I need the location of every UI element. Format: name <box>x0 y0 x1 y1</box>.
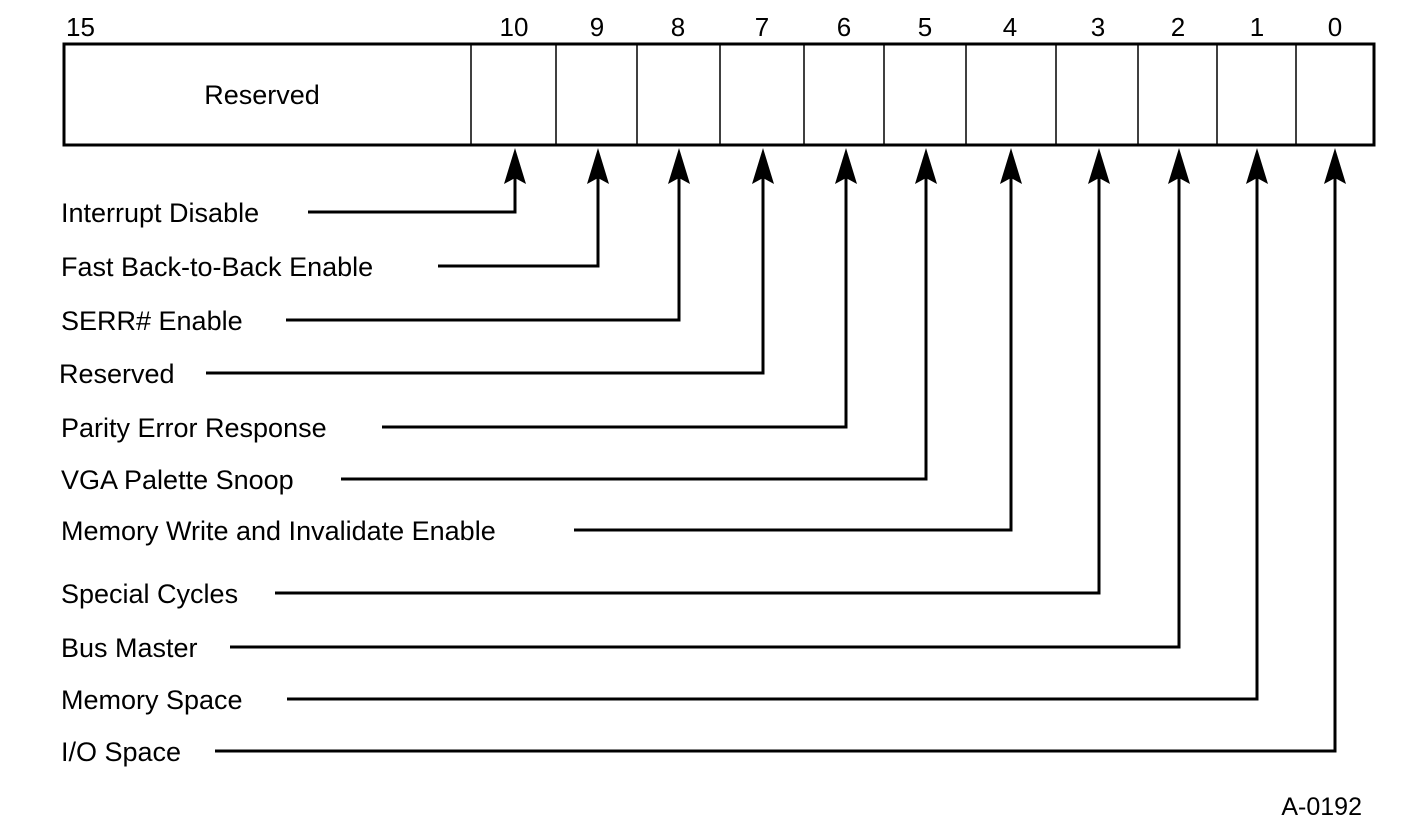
label-fast-back-to-back-enable: Fast Back-to-Back Enable <box>61 252 373 282</box>
leader-line-bit-3 <box>275 172 1101 595</box>
bit-header-1: 1 <box>1250 12 1264 42</box>
label-memory-write-invalidate-enable: Memory Write and Invalidate Enable <box>61 516 496 546</box>
label-parity-error-response: Parity Error Response <box>61 413 327 443</box>
arrow-up-icon <box>668 148 690 184</box>
leader-line-bit-5 <box>341 172 928 481</box>
bit-labels: Interrupt Disable Fast Back-to-Back Enab… <box>59 198 496 767</box>
leader-line-bit-8 <box>286 172 681 322</box>
leader-line-bit-10 <box>308 172 517 214</box>
leader-lines <box>206 172 1337 753</box>
arrow-up-icon <box>1324 148 1346 184</box>
bit-header-row: 15 10 9 8 7 6 5 4 3 2 1 0 <box>66 12 1342 42</box>
arrow-up-icon <box>1168 148 1190 184</box>
label-special-cycles: Special Cycles <box>61 579 238 609</box>
arrow-up-icon <box>1000 148 1022 184</box>
leader-line-bit-0 <box>215 172 1337 753</box>
label-vga-palette-snoop: VGA Palette Snoop <box>61 465 294 495</box>
label-reserved: Reserved <box>59 359 175 389</box>
label-bus-master: Bus Master <box>61 633 198 663</box>
register-box: Reserved <box>62 42 1376 147</box>
figure-id: A-0192 <box>1281 793 1362 821</box>
bit-header-0: 0 <box>1328 12 1342 42</box>
arrow-up-icon <box>504 148 526 184</box>
bit-header-10: 10 <box>500 12 529 42</box>
bit-header-7: 7 <box>755 12 769 42</box>
label-interrupt-disable: Interrupt Disable <box>61 198 259 228</box>
arrow-up-icon <box>752 148 774 184</box>
bit-header-3: 3 <box>1091 12 1105 42</box>
bit-header-15: 15 <box>66 12 95 42</box>
bit-header-6: 6 <box>837 12 851 42</box>
leader-line-bit-9 <box>438 172 600 268</box>
arrow-up-icon <box>1088 148 1110 184</box>
leader-line-bit-7 <box>206 172 765 375</box>
reserved-field-label: Reserved <box>204 80 320 110</box>
bit-header-9: 9 <box>590 12 604 42</box>
bit-header-4: 4 <box>1003 12 1017 42</box>
bit-header-2: 2 <box>1171 12 1185 42</box>
arrow-up-icon <box>587 148 609 184</box>
label-io-space: I/O Space <box>61 737 181 767</box>
register-outline <box>62 42 1376 147</box>
bit-header-5: 5 <box>918 12 932 42</box>
leader-line-bit-2 <box>230 172 1181 649</box>
label-memory-space: Memory Space <box>61 685 243 715</box>
cell-dividers <box>470 44 1297 145</box>
arrow-up-icon <box>1246 148 1268 184</box>
label-serr-enable: SERR# Enable <box>61 306 243 336</box>
arrow-up-icon <box>915 148 937 184</box>
leader-line-bit-1 <box>287 172 1259 701</box>
arrowheads <box>504 148 1346 184</box>
leader-line-bit-6 <box>382 172 848 429</box>
arrow-up-icon <box>835 148 857 184</box>
bit-header-8: 8 <box>671 12 685 42</box>
leader-line-bit-4 <box>574 172 1013 532</box>
